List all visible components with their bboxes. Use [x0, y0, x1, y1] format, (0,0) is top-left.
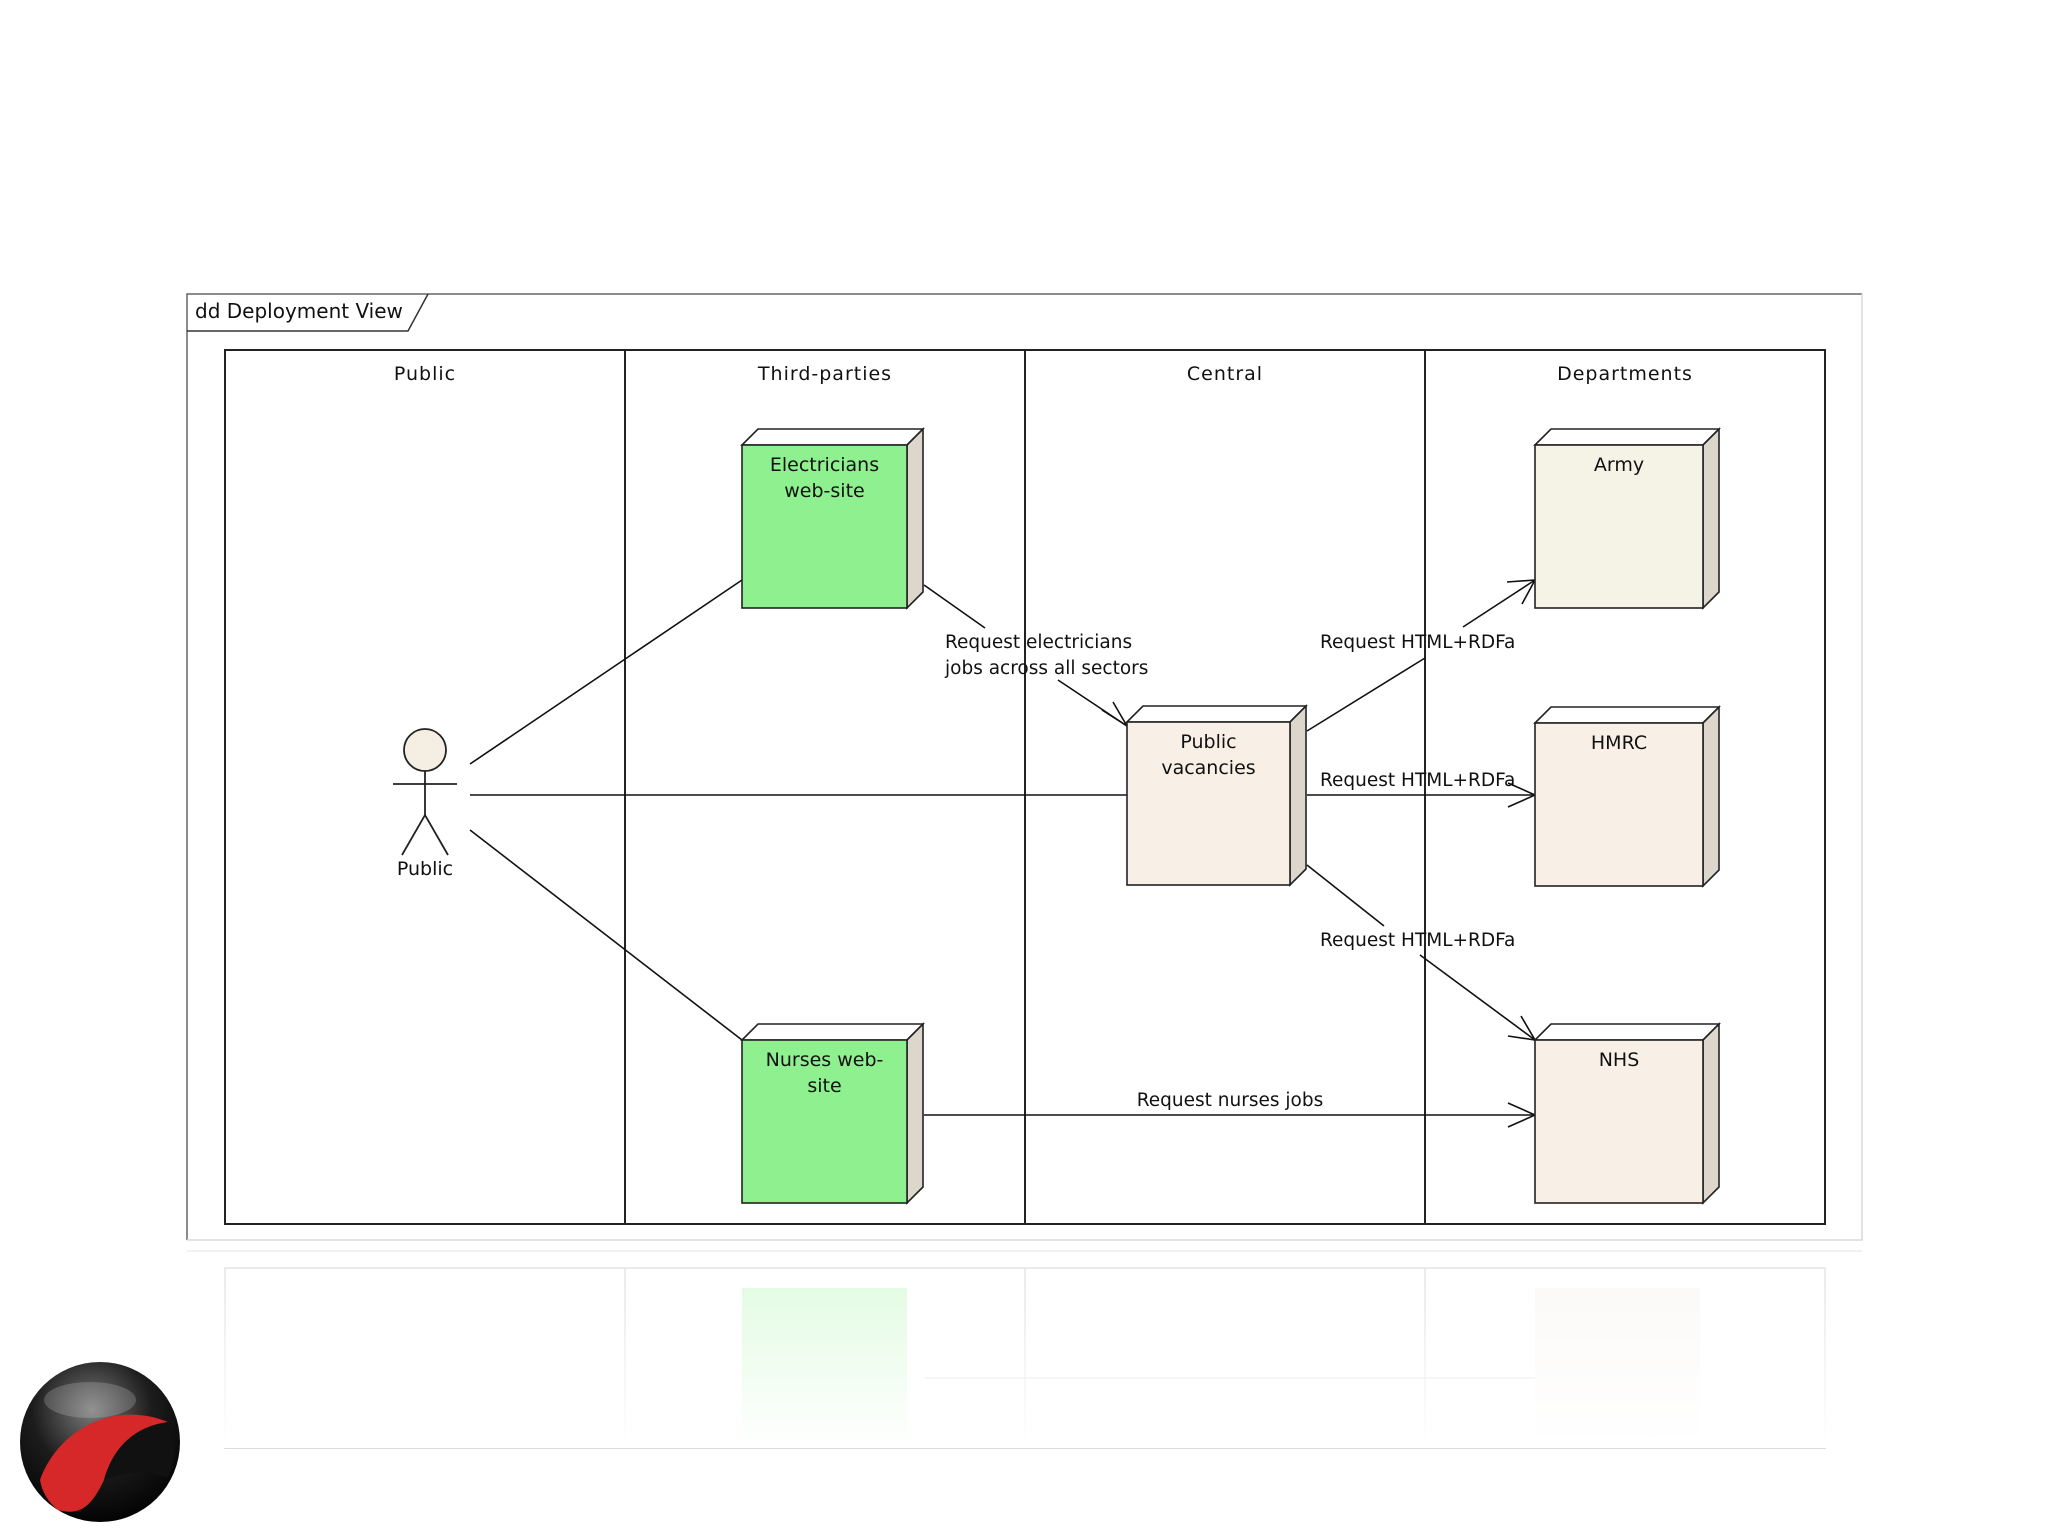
connector-vacancies-nhs	[1306, 864, 1536, 1041]
swimlanes: Public Third-parties Central Departments	[224, 349, 1826, 1225]
lane-title-central: Central	[1187, 363, 1263, 385]
node-hmrc[interactable]: HMRC	[1533, 705, 1721, 888]
node-label: site	[807, 1075, 841, 1097]
node-front-face	[1534, 1039, 1704, 1204]
node-front-face	[741, 444, 908, 609]
diagram-frame: dd Deployment View	[186, 293, 1863, 1241]
connector-vacancies-army	[1306, 579, 1536, 732]
node-side-face	[906, 427, 924, 610]
node-top-face	[1533, 706, 1721, 724]
frame-title-tab	[187, 293, 429, 332]
node-side-face	[1702, 705, 1720, 888]
node-top-face	[740, 428, 925, 446]
frame-title: dd Deployment View	[195, 299, 403, 323]
connector-labels: Request electricians jobs across all sec…	[944, 632, 1515, 1111]
node-label: HMRC	[1591, 732, 1647, 754]
node-top-face	[1533, 428, 1721, 446]
node-label: Army	[1594, 454, 1644, 476]
node-label: web-site	[784, 480, 864, 502]
node-label: vacancies	[1161, 757, 1255, 779]
node-front-face	[741, 1039, 908, 1204]
node-side-face	[1702, 1022, 1720, 1205]
connector-public-nurses	[469, 829, 743, 1041]
node-side-face	[1289, 704, 1307, 887]
edge-label-nurses: Request nurses jobs	[1137, 1090, 1323, 1111]
node-label: Public	[1180, 731, 1236, 753]
arrowhead	[1101, 701, 1128, 727]
node-top-face	[1125, 705, 1308, 723]
actor-head	[403, 728, 447, 772]
lane-title-public: Public	[394, 363, 456, 385]
node-front-face	[1126, 721, 1291, 886]
node-label: Nurses web-	[766, 1049, 884, 1071]
node-top-face	[1533, 1023, 1721, 1041]
edge-label-electricians-line2: jobs across all sectors	[944, 658, 1148, 679]
edge-label-army: Request HTML+RDFa	[1320, 632, 1515, 653]
edge-label-electricians-line1: Request electricians	[945, 632, 1132, 653]
connector-public-electricians	[469, 579, 743, 765]
node-label: NHS	[1599, 1049, 1640, 1071]
node-side-face	[906, 1022, 924, 1205]
node-front-face	[1534, 722, 1704, 887]
node-electricians[interactable]: Electricians web-site	[740, 427, 925, 610]
node-label: Electricians	[770, 454, 879, 476]
lane-title-departments: Departments	[1557, 363, 1693, 385]
node-side-face	[1702, 427, 1720, 610]
node-army[interactable]: Army	[1533, 427, 1721, 610]
logo-icon	[20, 1362, 180, 1522]
actor-public[interactable]: Public	[393, 728, 457, 880]
actor-legs	[401, 813, 449, 856]
node-nhs[interactable]: NHS	[1533, 1022, 1721, 1205]
node-vacancies[interactable]: Public vacancies	[1125, 704, 1308, 887]
node-nurses[interactable]: Nurses web-site	[740, 1022, 925, 1205]
reflection-fade	[180, 1248, 1870, 1448]
lane-title-third-parties: Third-parties	[757, 363, 892, 385]
node-top-face	[740, 1023, 925, 1041]
edge-label-nhs: Request HTML+RDFa	[1320, 930, 1515, 951]
edge-label-hmrc: Request HTML+RDFa	[1320, 770, 1515, 791]
node-front-face	[1534, 444, 1704, 609]
actor-label: Public	[397, 858, 453, 880]
